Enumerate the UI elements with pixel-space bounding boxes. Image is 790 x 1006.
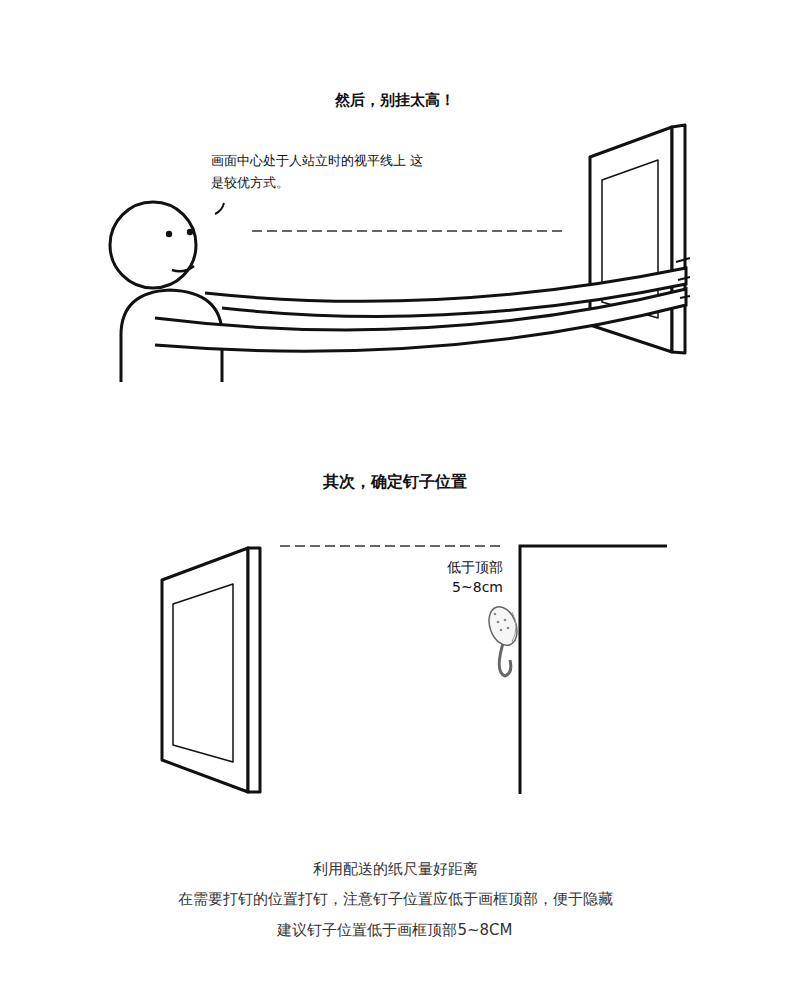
speech-tick [215,203,224,214]
bottom-frame [162,548,260,792]
instruction-text: 在需要打钉的位置打钉，注意钉子位置应低于画框顶部，便于隐藏 [178,889,613,910]
dimension-label: 低于顶部 [447,558,503,578]
nail-hook [484,603,522,676]
instruction-text: 建议钉子位置低于画框顶部5~8CM [277,920,512,941]
wall-corner [520,546,667,794]
section-heading: 其次，确定钉子位置 [323,471,467,493]
eye-level-line [252,230,567,232]
instruction-text: 利用配送的纸尺量好距离 [313,859,478,880]
speech-note: 画面中心处于人站立时的视平线上 这是较优方式。 [211,150,426,194]
person [110,202,690,382]
dimension-label: 5~8cm [452,578,503,598]
section-heading: 然后，别挂太高！ [335,90,455,111]
frame-top-line [280,545,502,547]
